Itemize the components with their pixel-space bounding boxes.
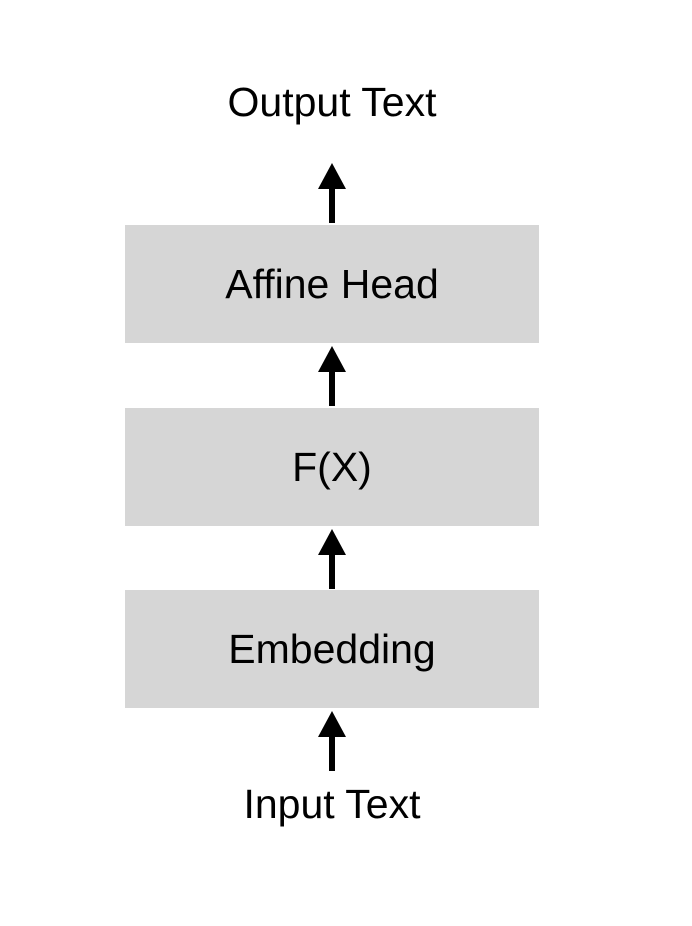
affine-head-label: Affine Head <box>225 261 439 307</box>
output-text-label: Output Text <box>227 79 437 125</box>
fx-label: F(X) <box>292 444 372 490</box>
fx-block: F(X) <box>125 408 539 526</box>
affine-head-block: Affine Head <box>125 225 539 343</box>
arrow-up-icon <box>318 529 346 589</box>
embedding-block: Embedding <box>125 590 539 708</box>
input-text-label: Input Text <box>243 781 421 827</box>
arrow-up-icon <box>318 711 346 771</box>
embedding-label: Embedding <box>228 626 436 672</box>
arrow-up-icon <box>318 346 346 406</box>
arrow-up-icon <box>318 163 346 223</box>
